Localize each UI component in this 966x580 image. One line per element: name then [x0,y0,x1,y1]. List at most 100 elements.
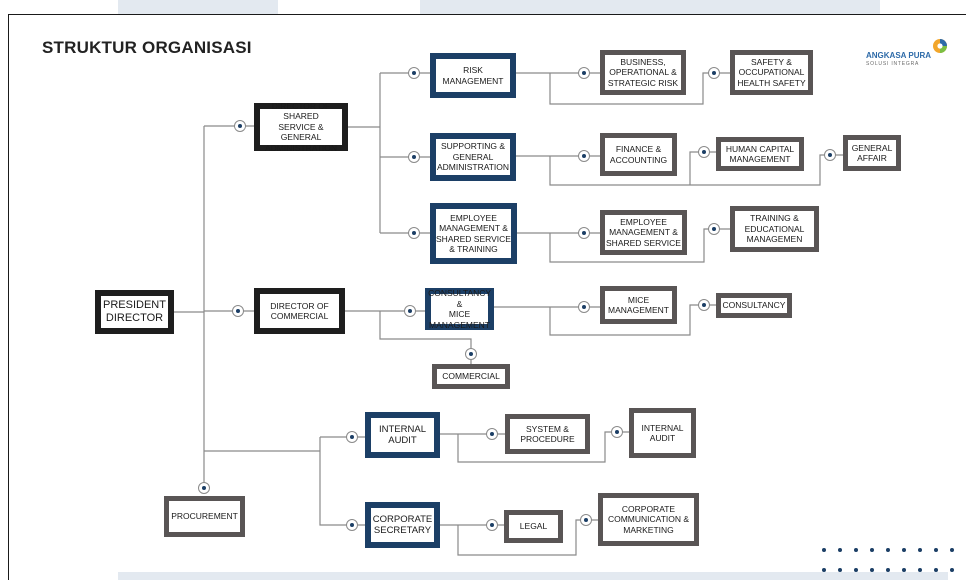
connector-dot [698,146,710,158]
node-label: DIRECTOR OF SHARED SERVICE & GENERAL ADM… [264,100,338,153]
decorative-dot [902,568,906,572]
logo-mark-icon [933,39,947,53]
node-label: LEGAL [519,521,548,532]
connector-dot [708,223,720,235]
node-label: CONSULTANCY [722,300,786,311]
node-label: INTERNAL AUDIT [641,422,684,444]
node-label: PROCUREMENT [171,511,238,522]
node-procurement: PROCUREMENT [164,496,245,537]
decorative-dot [854,548,858,552]
node-label: EMPLOYEE MANAGEMENT & SHARED SERVICE & T… [436,212,511,255]
logo-tagline: SOLUSI INTEGRA [866,61,920,67]
connector-dot [698,299,710,311]
background-stripe [118,572,948,580]
connector-dot [578,150,590,162]
node-label: TRAINING & EDUCATIONAL MANAGEMEN [744,213,805,245]
node-label: CORPORATE COMMUNICATION & MARKETING [607,503,690,535]
node-employee-management-shared-service: EMPLOYEE MANAGEMENT & SHARED SERVICE [600,210,687,255]
node-label: SAFETY & OCCUPATIONAL HEALTH SAFETY [737,56,806,88]
connector-dot [578,227,590,239]
node-safety-occupational-health: SAFETY & OCCUPATIONAL HEALTH SAFETY [730,50,813,95]
node-corporate-secretary: CORPORATE SECRETARY [365,502,440,548]
decorative-dot [822,568,826,572]
node-president-director: PRESIDENT DIRECTOR [95,290,174,334]
node-label: SUPPORTING & GENERAL ADMINISTRATION [436,141,510,173]
connector-dot [824,149,836,161]
connector-dot [486,428,498,440]
node-label: FINANCE & ACCOUNTING [609,144,668,165]
decorative-dot [838,548,842,552]
decorative-dot [822,548,826,552]
node-label: CORPORATE SECRETARY [372,513,433,537]
node-internal-audit-unit: INTERNAL AUDIT [629,408,696,458]
node-director-shared-service: DIRECTOR OF SHARED SERVICE & GENERAL ADM… [254,100,348,153]
node-label: COMMERCIAL [442,371,500,382]
node-business-operational-strategic-risk: BUSINESS, OPERATIONAL & STRATEGIC RISK [600,50,686,95]
connector-dot [346,431,358,443]
node-supporting-general-administration: SUPPORTING & GENERAL ADMINISTRATION [430,133,516,181]
node-label: PRESIDENT DIRECTOR [103,299,166,324]
decorative-dot [838,568,842,572]
node-label: EMPLOYEE MANAGEMENT & SHARED SERVICE [606,216,681,248]
logo-name: ANGKASA PURA [866,51,932,60]
connector-dot [198,482,210,494]
decorative-dot [854,568,858,572]
connector-dot [611,426,623,438]
node-label: INTERNAL AUDIT [379,423,426,447]
background-stripe [118,0,278,14]
node-director-commercial: DIRECTOR OF COMMERCIAL [254,288,345,334]
connector-dot [578,67,590,79]
connector-dot [408,227,420,239]
node-employee-management-training: EMPLOYEE MANAGEMENT & SHARED SERVICE & T… [430,203,517,264]
node-finance-accounting: FINANCE & ACCOUNTING [600,133,677,176]
decorative-dot [902,548,906,552]
node-training-educational-management: TRAINING & EDUCATIONAL MANAGEMEN [730,206,819,252]
node-label: RISK MANAGEMENT [442,65,504,86]
decorative-dot [886,568,890,572]
decorative-dot [870,548,874,552]
frame-line-top [8,14,966,15]
node-label: BUSINESS, OPERATIONAL & STRATEGIC RISK [607,56,679,88]
decorative-dot [918,568,922,572]
node-corporate-communication-marketing: CORPORATE COMMUNICATION & MARKETING [598,493,699,546]
node-risk-management: RISK MANAGEMENT [430,53,516,98]
node-label: HUMAN CAPITAL MANAGEMENT [725,143,795,165]
connector-dot [580,514,592,526]
node-consultancy: CONSULTANCY [716,293,792,318]
decorative-dot [950,568,954,572]
decorative-dot [918,548,922,552]
node-label: SYSTEM & PROCEDURE [520,423,575,445]
connector-dot [465,348,477,360]
connector-dot [404,305,416,317]
decorative-dot [886,548,890,552]
node-human-capital-management: HUMAN CAPITAL MANAGEMENT [716,137,804,171]
page-title: STRUKTUR ORGANISASI [38,36,256,60]
node-general-affair: GENERAL AFFAIR [843,135,901,171]
node-label: DIRECTOR OF COMMERCIAL [270,300,329,322]
decorative-dot [934,548,938,552]
node-label: CONSULTANCY & MICE MANAGEMENT [428,288,492,330]
connector-dot [346,519,358,531]
background-stripe [420,0,880,14]
decorative-dot [950,548,954,552]
connector-dot [578,301,590,313]
company-logo: ANGKASA PURA SOLUSI INTEGRA [862,38,957,72]
node-system-procedure: SYSTEM & PROCEDURE [505,414,590,454]
connector-dot [234,120,246,132]
connector-dot [708,67,720,79]
connector-dot [232,305,244,317]
decorative-dot [934,568,938,572]
node-consultancy-mice-management: CONSULTANCY & MICE MANAGEMENT [425,288,494,330]
frame-line-left [8,14,9,580]
node-legal: LEGAL [504,510,563,543]
connector-dot [408,151,420,163]
node-internal-audit: INTERNAL AUDIT [365,412,440,458]
decorative-dot [870,568,874,572]
node-label: GENERAL AFFAIR [851,142,893,164]
node-commercial: COMMERCIAL [432,364,510,389]
connector-dot [486,519,498,531]
node-label: MICE MANAGEMENT [608,294,669,316]
node-mice-management: MICE MANAGEMENT [600,286,677,324]
